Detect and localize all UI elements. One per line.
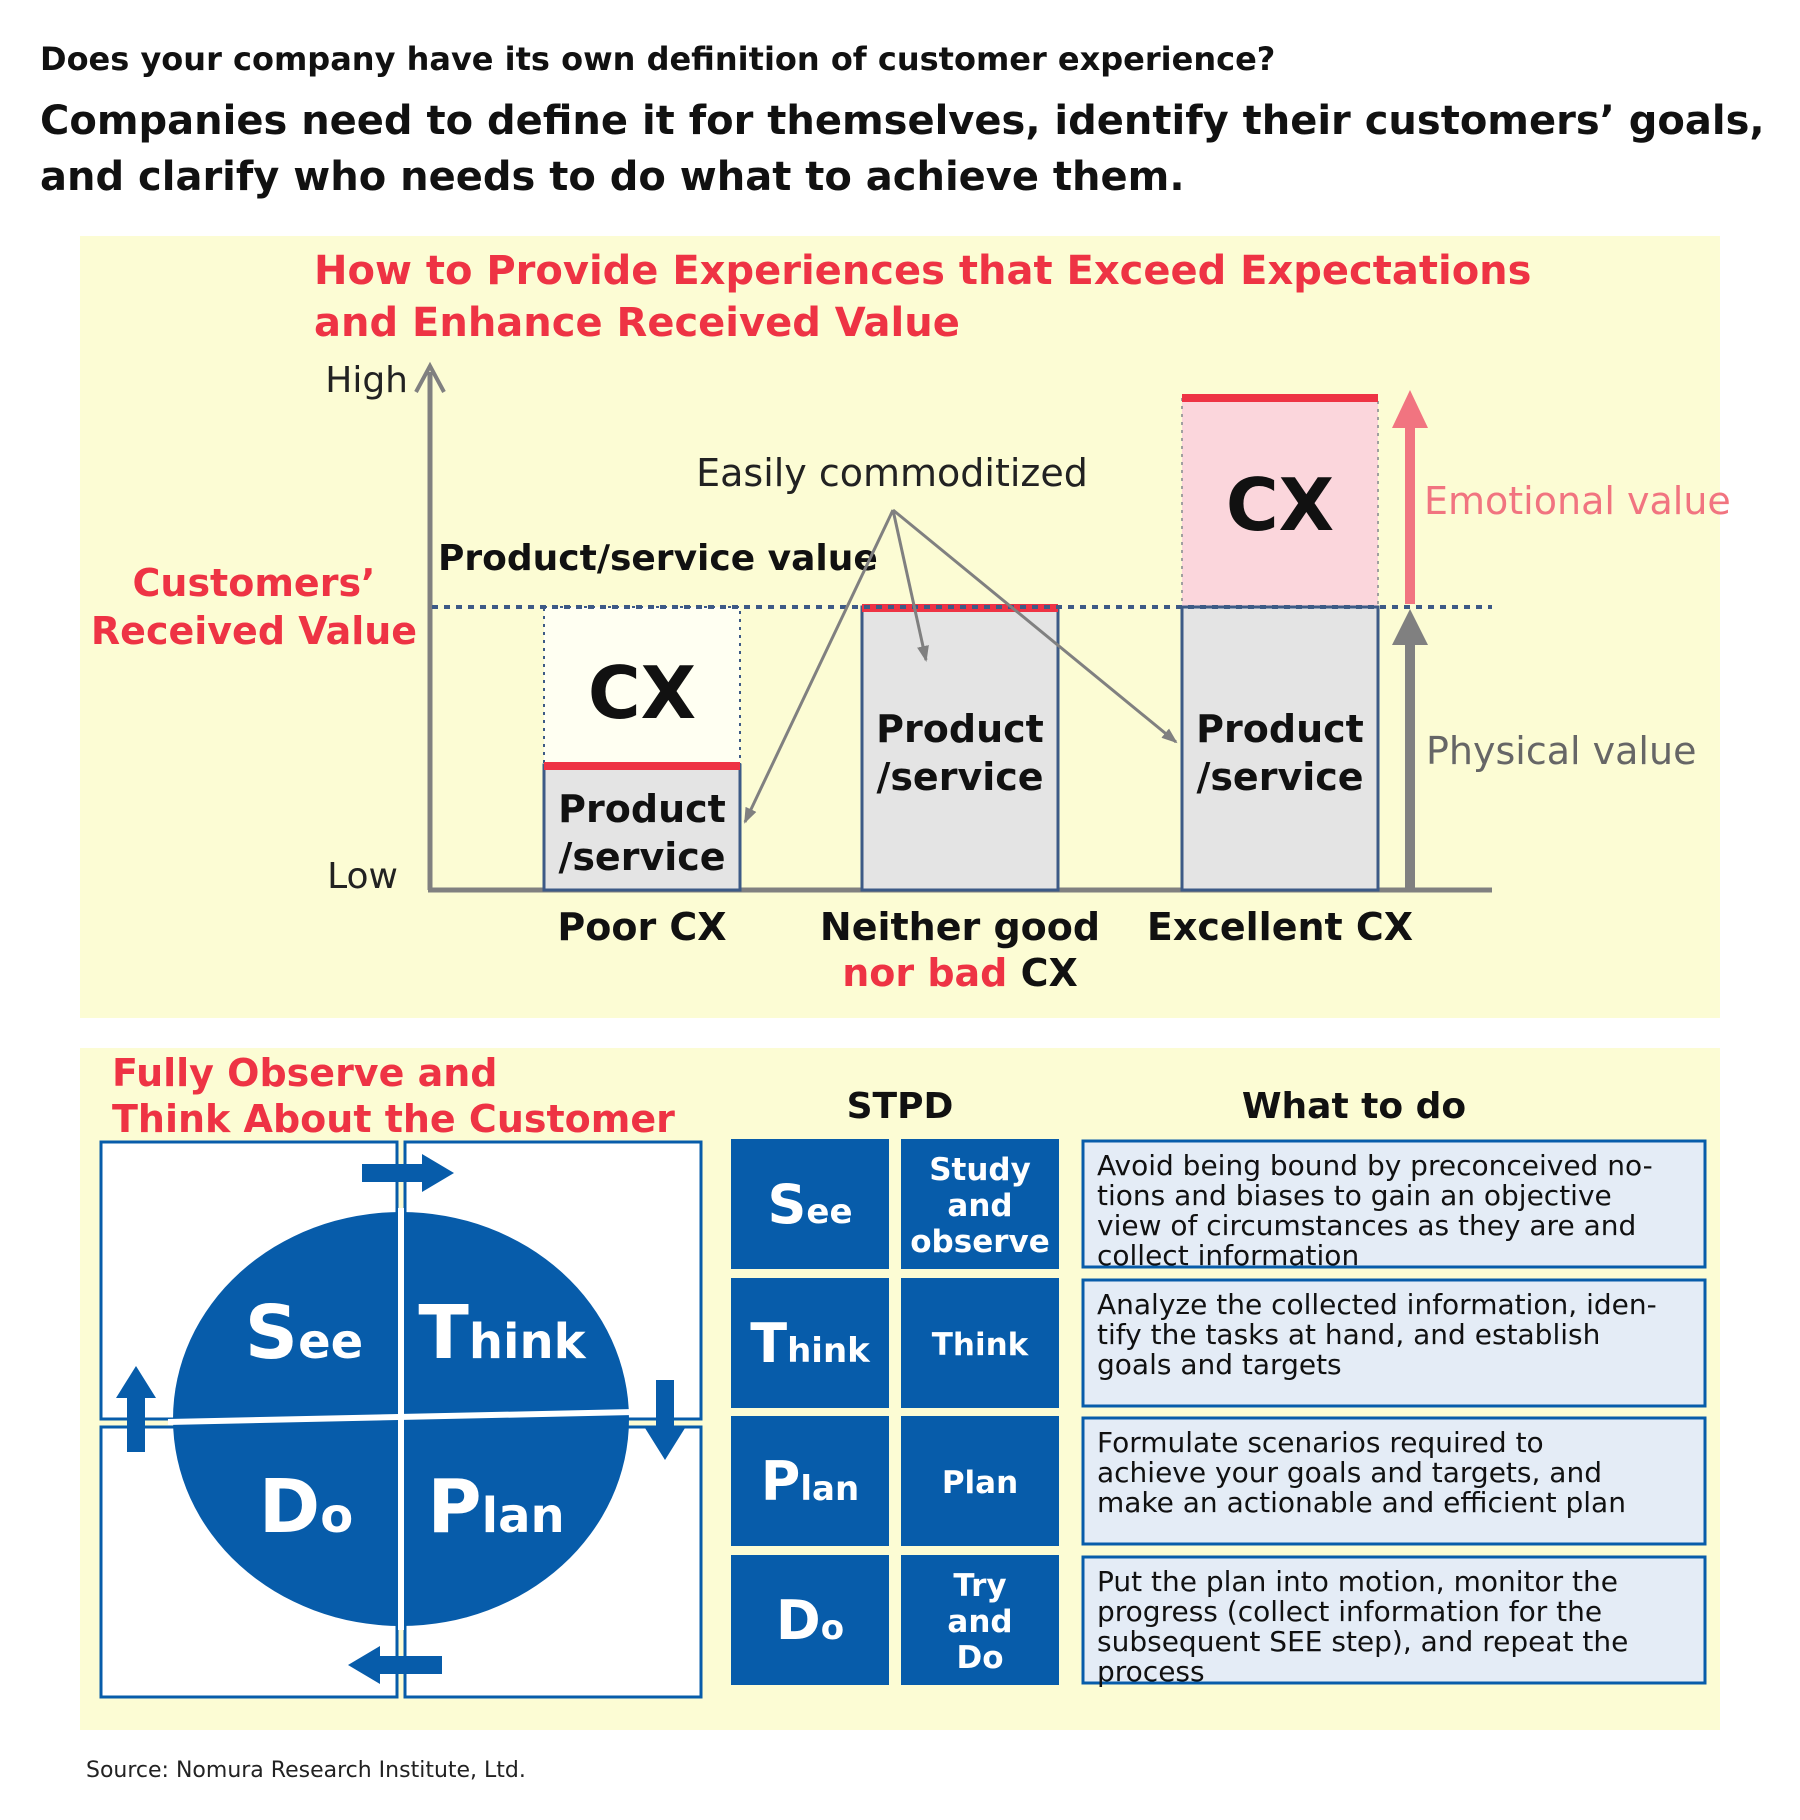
stpd-title-line-2: Think About the Customer [112, 1097, 675, 1141]
poor-cx-expected-box [543, 606, 741, 766]
cycle-arrow-left [348, 1646, 442, 1684]
y-axis-arrowhead [414, 361, 446, 393]
stpd-row-see-description-line: Avoid being bound by preconceived no- [1097, 1149, 1653, 1182]
stpd-row-do-description-line: Put the plan into motion, monitor the [1097, 1565, 1618, 1598]
stpd-row-see-meaning-line: Study [929, 1152, 1031, 1188]
neutral-cx-category-red: nor bad [842, 951, 1007, 995]
y-label-line-1: Customers’ [133, 561, 376, 605]
cycle-arrow-down [645, 1380, 685, 1460]
stpd-column-header: STPD [847, 1086, 954, 1127]
neutral-cx-product-bar [860, 605, 1060, 892]
excellent-cx-category: Excellent CX [1147, 905, 1413, 949]
stpd-row-plan-meaning-cell [901, 1416, 1059, 1546]
y-label-line-2: Received Value [91, 609, 417, 653]
poor-cx-product-bar [542, 763, 742, 892]
stpd-row-do-meaning-line: and [947, 1604, 1012, 1640]
emotional-value-label: Emotional value [1424, 479, 1731, 523]
cycle-label-plan: Plan [427, 1464, 564, 1550]
cx-chart-title-line-1: How to Provide Experiences that Exceed E… [314, 248, 1531, 294]
stpd-row-think-description-line: goals and targets [1097, 1348, 1342, 1381]
header-lead-line-2: and clarify who needs to do what to achi… [40, 154, 1185, 200]
cycle-arrow-right [362, 1154, 454, 1192]
stpd-row-do-description-line: process [1097, 1655, 1205, 1688]
stpd-row-see-word-cell [731, 1139, 889, 1269]
poor-cx-product-line-2: /service [558, 835, 725, 879]
neutral-cx-category-line-1: Neither good [820, 905, 1100, 949]
cycle-label-do: Do [259, 1464, 353, 1550]
stpd-row-plan-description-line: achieve your goals and targets, and [1097, 1456, 1602, 1489]
header-lead-line-1: Companies need to define it for themselv… [40, 98, 1765, 144]
stpd-row-see-description-cell [1081, 1139, 1707, 1269]
stpd-row-plan-meaning-line: Plan [942, 1465, 1018, 1501]
stpd-row-do-word: Do [776, 1589, 844, 1652]
header-question: Does your company have its own definitio… [40, 40, 1276, 78]
stpd-row-do-word-cell [731, 1555, 889, 1685]
stpd-row-do-meaning-line: Do [956, 1640, 1003, 1676]
stpd-row-do-description-line: progress (collect information for the [1097, 1595, 1602, 1628]
stpd-row-see-description-line: collect information [1097, 1239, 1359, 1272]
stpd-row-see-word: See [767, 1173, 852, 1236]
stpd-row-plan-word-cell [731, 1416, 889, 1546]
excellent-cx-product-line-2: /service [1196, 755, 1363, 799]
callout-pointer-poor [743, 509, 895, 824]
cx-chart-title-line-2: and Enhance Received Value [314, 300, 960, 346]
poor-cx-product-line-1: Product [558, 787, 726, 831]
stpd-row-think-meaning-line: Think [932, 1327, 1030, 1363]
axis-low-label: Low [327, 856, 398, 897]
neutral-cx-product-line-2: /service [876, 755, 1043, 799]
stpd-row-plan-description-line: Formulate scenarios required to [1097, 1426, 1544, 1459]
cycle-divider-horizontal [167, 1409, 635, 1425]
excellent-cx-cx-label: CX [1226, 463, 1334, 547]
stpd-row-think-word: Think [750, 1312, 871, 1375]
stpd-row-see-meaning-line: observe [910, 1224, 1050, 1260]
stpd-row-see-description-line: tions and biases to gain an objective [1097, 1179, 1612, 1212]
neutral-cx-product-line-1: Product [876, 707, 1044, 751]
stpd-row-plan-word: Plan [761, 1450, 859, 1513]
stpd-row-do-description-line: subsequent SEE step), and repeat the [1097, 1625, 1628, 1658]
emotional-value-arrowhead [1392, 390, 1428, 428]
cycle-label-think: Think [418, 1290, 586, 1376]
commoditized-callout: Easily commoditized [696, 451, 1088, 495]
excellent-cx-product-bar [1180, 605, 1380, 892]
excellent-cx-product-line-1: Product [1196, 707, 1364, 751]
stpd-row-plan-description-line: make an actionable and efficient plan [1097, 1486, 1626, 1519]
physical-value-arrowhead [1392, 609, 1428, 645]
stpd-row-see-description-line: view of circumstances as they are and [1097, 1209, 1636, 1242]
product-value-reference-label: Product/service value [438, 538, 878, 579]
callout-pointer-excellent [892, 508, 1178, 744]
callout-pointer-neutral [891, 509, 929, 662]
poor-cx-category: Poor CX [557, 905, 726, 949]
stpd-row-do-meaning-cell [901, 1555, 1059, 1685]
neutral-cx-category-line-2: nor bad CX [842, 951, 1078, 995]
stpd-row-see-meaning-line: and [947, 1188, 1012, 1224]
stpd-row-see-meaning-cell [901, 1139, 1059, 1269]
neutral-cx-category-black: CX [1007, 951, 1077, 995]
cycle-arrow-up [116, 1366, 156, 1452]
stpd-row-think-description-line: Analyze the collected information, iden- [1097, 1288, 1657, 1321]
stpd-row-think-description-cell [1081, 1278, 1707, 1408]
poor-cx-cx-label: CX [588, 651, 696, 735]
stpd-row-think-description-line: tify the tasks at hand, and establish [1097, 1318, 1600, 1351]
cycle-label-see: See [245, 1290, 363, 1376]
physical-value-label: Physical value [1426, 729, 1696, 773]
stpd-row-think-meaning-cell [901, 1278, 1059, 1408]
stpd-row-plan-description-cell [1081, 1416, 1707, 1546]
excellent-cx-emotional-box [1181, 396, 1379, 608]
stpd-title-line-1: Fully Observe and [112, 1051, 497, 1095]
stpd-row-do-meaning-line: Try [953, 1568, 1006, 1604]
source-note: Source: Nomura Research Institute, Ltd. [86, 1758, 526, 1783]
stpd-row-think-word-cell [731, 1278, 889, 1408]
stpd-row-do-description-cell [1081, 1555, 1707, 1685]
axis-high-label: High [325, 360, 408, 401]
what-to-do-column-header: What to do [1242, 1086, 1466, 1127]
